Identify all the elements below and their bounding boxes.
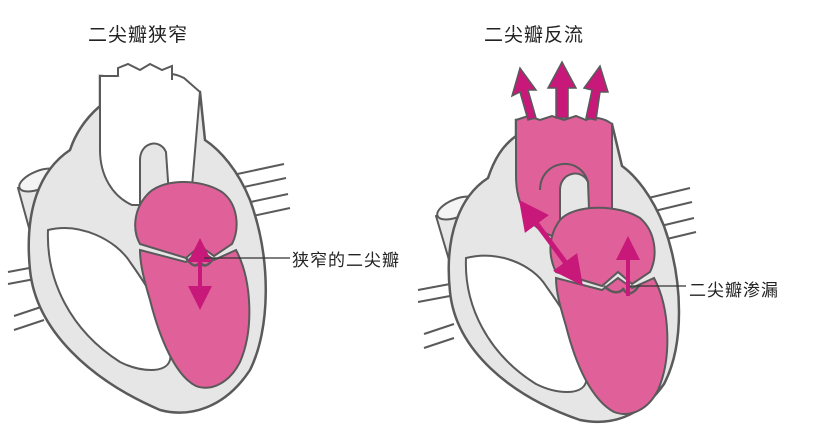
right-left-atrium: [550, 208, 654, 286]
left-heart: [8, 64, 290, 413]
leaky-valve-label: 二尖瓣渗漏: [689, 276, 779, 301]
right-heart: [418, 62, 696, 422]
right-aortic-outflow-arrows: [512, 62, 608, 120]
stenotic-valve-label: 狭窄的二尖瓣: [292, 246, 400, 271]
right-lower-vessels: [418, 284, 454, 348]
left-left-atrium: [135, 182, 236, 258]
